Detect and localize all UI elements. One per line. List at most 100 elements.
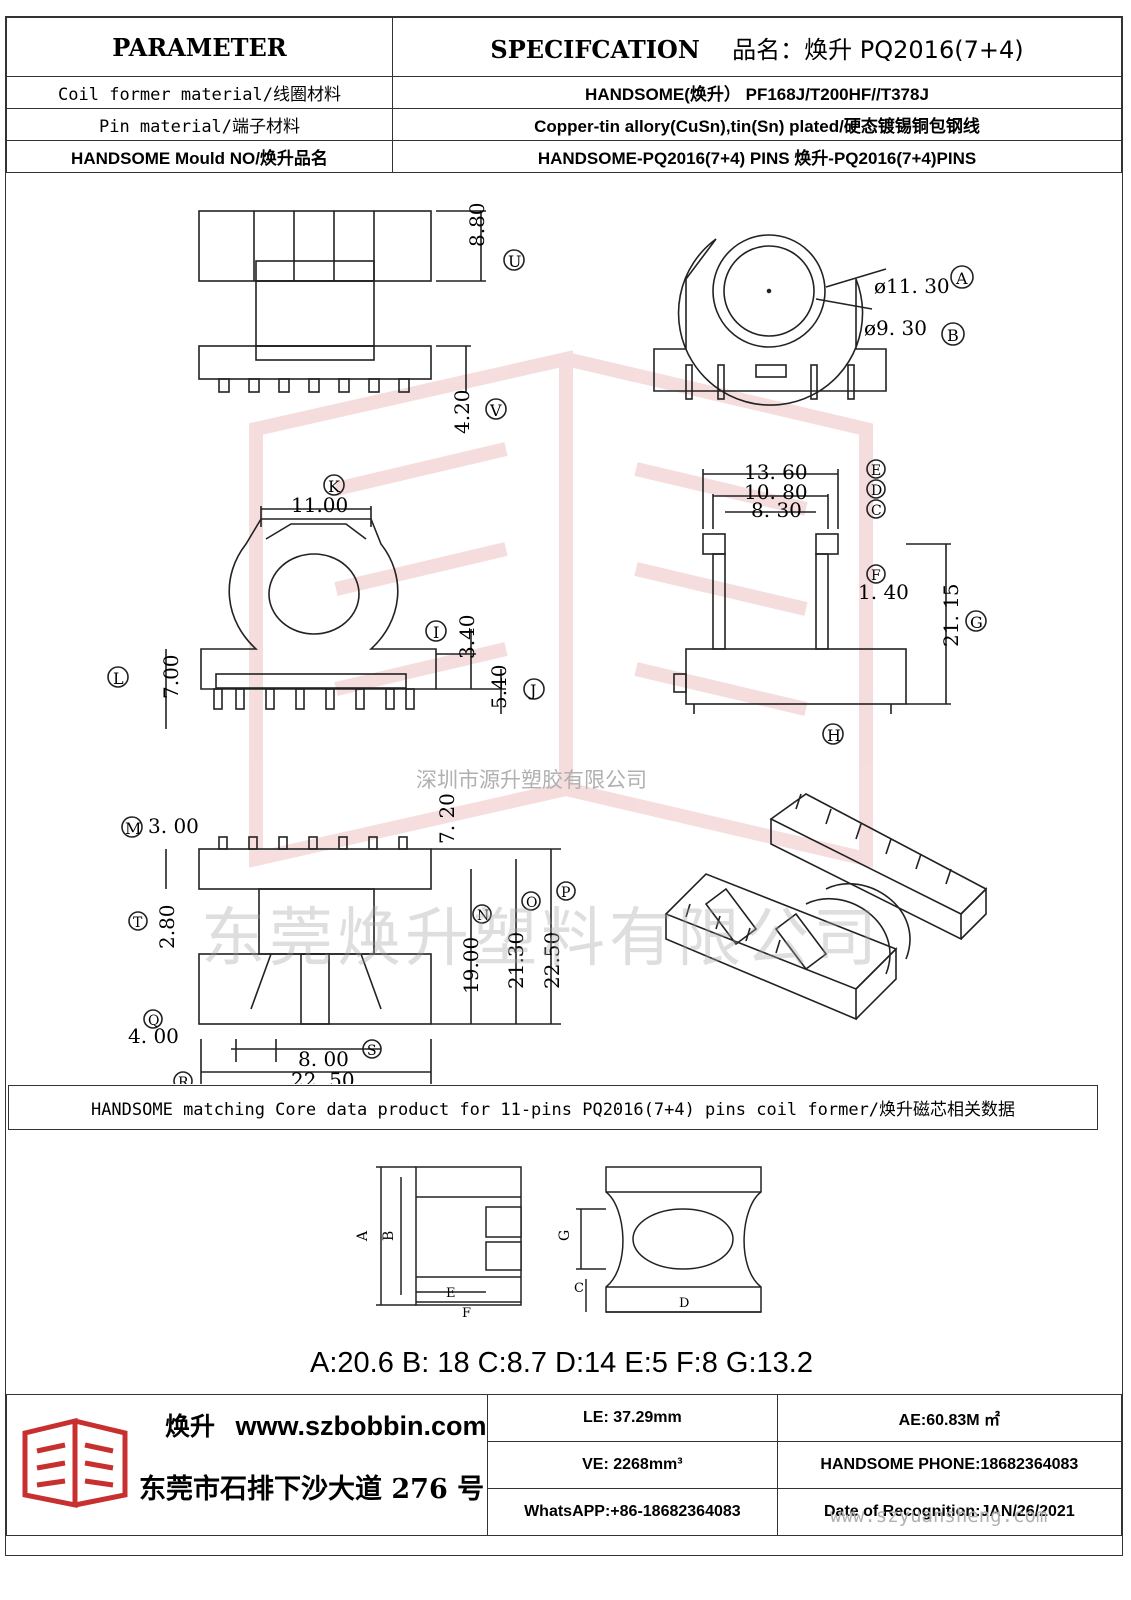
mould-no-value: HANDSOME-PQ2016(7+4) PINS 焕升-PQ2016(7+4)… bbox=[392, 140, 1122, 173]
label-s-circle bbox=[362, 1039, 382, 1059]
dim-c: 8. 30 bbox=[751, 498, 802, 522]
dim-p: 22.50 bbox=[540, 932, 564, 989]
footer-table: 焕升 www.szbobbin.com 东莞市石排下沙大道 276 号 LE: … bbox=[6, 1394, 1123, 1536]
dim-l: 7.00 bbox=[159, 654, 183, 699]
core-label-d: D bbox=[679, 1296, 689, 1311]
parameter-heading: PARAMETER bbox=[6, 17, 393, 77]
label-m: M bbox=[125, 819, 141, 838]
dim-d: 10. 80 bbox=[744, 480, 808, 504]
label-q-circle bbox=[143, 1009, 163, 1029]
label-g: G bbox=[970, 613, 983, 632]
dim-v: 4.20 bbox=[450, 389, 474, 434]
label-p: P bbox=[561, 885, 570, 901]
label-j: J bbox=[528, 681, 536, 700]
label-a-circle bbox=[950, 265, 974, 289]
label-t: T bbox=[133, 915, 143, 931]
label-n-circle bbox=[472, 904, 492, 924]
label-f-circle bbox=[866, 564, 886, 584]
label-m-circle bbox=[121, 816, 143, 838]
label-v-circle bbox=[485, 398, 507, 420]
website-link[interactable]: www.szbobbin.com bbox=[235, 1411, 487, 1441]
whatsapp-value: WhatsAPP:+86-18682364083 bbox=[487, 1488, 778, 1536]
label-c-circle bbox=[866, 499, 886, 519]
pin-material-value: Copper-tin allory(CuSn),tin(Sn) plated/硬… bbox=[392, 108, 1122, 141]
dim-i: 3.40 bbox=[455, 614, 479, 659]
view-front-top bbox=[653, 234, 887, 406]
label-r-circle bbox=[173, 1071, 193, 1084]
coil-material-label: Coil former material/线圈材料 bbox=[6, 76, 393, 109]
view-side-mid bbox=[673, 469, 951, 714]
company-logo bbox=[22, 1417, 128, 1509]
label-h-circle bbox=[822, 723, 844, 745]
product-name: 品名：焕升 PQ2016(7+4) bbox=[732, 35, 1024, 64]
label-r: R bbox=[178, 1075, 189, 1084]
label-u: U bbox=[508, 252, 521, 271]
view-bottom bbox=[165, 836, 561, 1084]
matching-core-bar: HANDSOME matching Core data product for … bbox=[8, 1085, 1098, 1130]
dim-b: ø9. 30 bbox=[864, 316, 927, 340]
technical-drawing: 8.80 U 4.20 V ø11. 30 A ø9. 30 B bbox=[107, 202, 988, 1084]
view-side-top bbox=[198, 210, 486, 393]
core-label-e: E bbox=[446, 1286, 456, 1301]
dim-e: 13. 60 bbox=[744, 460, 808, 484]
label-v: V bbox=[489, 401, 502, 420]
brand-name: 焕升 bbox=[165, 1412, 216, 1441]
dim-q: 4. 00 bbox=[128, 1024, 179, 1048]
label-d: D bbox=[871, 483, 882, 499]
logo-watermark bbox=[249, 350, 873, 868]
label-l: L bbox=[113, 669, 124, 688]
label-o-circle bbox=[521, 891, 541, 911]
label-q: Q bbox=[148, 1013, 159, 1029]
ve-value: VE: 2268mm³ bbox=[487, 1441, 778, 1489]
le-value: LE: 37.29mm bbox=[487, 1394, 778, 1442]
label-p-circle bbox=[556, 881, 576, 901]
label-a: A bbox=[955, 269, 968, 288]
label-e: E bbox=[871, 463, 881, 479]
label-j-circle bbox=[523, 678, 545, 700]
dim-j: 5.40 bbox=[487, 664, 511, 709]
dim-k: 11.00 bbox=[291, 493, 348, 517]
spec-sheet: PARAMETER SPECIFCATION 品名：焕升 PQ2016(7+4)… bbox=[5, 16, 1123, 1556]
spec-title: SPECIFCATION bbox=[490, 34, 700, 64]
mould-no-label: HANDSOME Mould NO/焕升品名 bbox=[6, 140, 393, 173]
label-k-circle bbox=[323, 474, 345, 496]
label-b: B bbox=[947, 326, 959, 345]
core-label-b: B bbox=[381, 1231, 397, 1241]
dim-top-pin: 7. 20 bbox=[435, 793, 459, 844]
label-f: F bbox=[871, 568, 881, 584]
phone-value: HANDSOME PHONE:18682364083 bbox=[776, 1441, 1123, 1489]
parameter-table: PARAMETER SPECIFCATION 品名：焕升 PQ2016(7+4)… bbox=[6, 17, 1122, 173]
label-u-circle bbox=[503, 249, 525, 271]
core-top-view bbox=[576, 1166, 762, 1313]
label-d-circle bbox=[866, 479, 886, 499]
dim-s: 8. 00 bbox=[298, 1047, 349, 1071]
dim-m: 3. 00 bbox=[148, 814, 199, 838]
label-s: S bbox=[367, 1043, 377, 1059]
label-b-circle bbox=[941, 322, 965, 346]
label-i: I bbox=[433, 623, 439, 642]
label-c: C bbox=[871, 503, 882, 519]
dim-a: ø11. 30 bbox=[874, 274, 950, 298]
core-label-g: G bbox=[557, 1230, 573, 1241]
label-t-circle bbox=[128, 911, 148, 931]
coil-material-value: HANDSOME(焕升） PF168J/T200HF//T378J bbox=[392, 76, 1122, 109]
label-n: N bbox=[477, 908, 489, 924]
dim-o: 21.30 bbox=[504, 932, 528, 989]
dim-f: 1. 40 bbox=[858, 580, 909, 604]
dim-g: 21. 15 bbox=[939, 583, 963, 647]
label-h: H bbox=[827, 726, 841, 745]
dim-u: 8.80 bbox=[465, 202, 489, 247]
view-front-mid bbox=[165, 506, 506, 729]
view-isometric bbox=[664, 793, 988, 1021]
dim-n: 19.00 bbox=[459, 937, 483, 994]
core-drawing: A B E F G C D bbox=[355, 1166, 762, 1321]
address: 东莞市石排下沙大道 276 号 bbox=[139, 1474, 485, 1505]
pin-material-label: Pin material/端子材料 bbox=[6, 108, 393, 141]
core-side-view bbox=[376, 1166, 522, 1306]
ae-value: AE:60.83M ㎡ bbox=[776, 1394, 1123, 1442]
label-o: O bbox=[526, 895, 537, 911]
recognition-date: Date of Recognition:JAN/26/2021 bbox=[776, 1488, 1123, 1536]
label-i-circle bbox=[425, 620, 447, 642]
specification-heading: SPECIFCATION 品名：焕升 PQ2016(7+4) bbox=[392, 17, 1122, 77]
label-e-circle bbox=[866, 459, 886, 479]
